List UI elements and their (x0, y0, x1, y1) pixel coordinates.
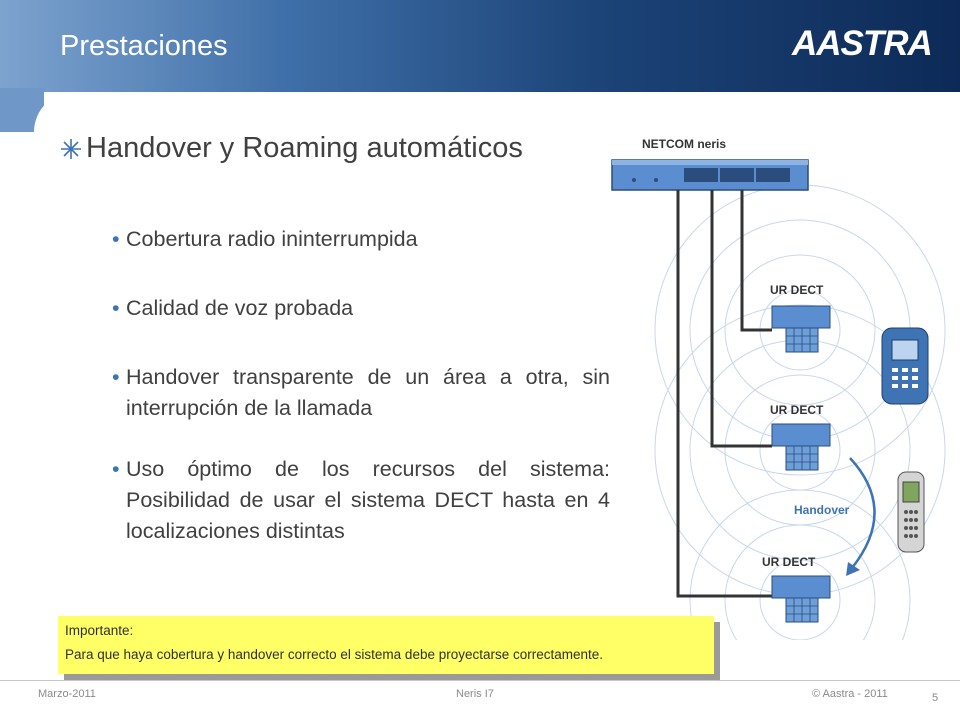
handover-arrow-icon (846, 457, 876, 576)
bullet-text: Calidad de voz probada (126, 296, 354, 320)
dect-handset-icon (897, 471, 925, 553)
aastra-logo: AASTRA (792, 24, 933, 63)
bullet-marker: • (112, 227, 120, 251)
bullet-text: Handover transparente de un área a otra,… (126, 365, 610, 420)
base-station-icon (771, 305, 831, 353)
netcom-switch-icon (611, 159, 809, 191)
bullet-text: Cobertura radio ininterrumpida (126, 227, 418, 251)
footer-copyright: © Aastra - 2011 (812, 688, 888, 700)
note-body: Para que haya cobertura y handover corre… (65, 647, 604, 662)
slide-title: Prestaciones (60, 30, 228, 62)
important-note: Importante: Para que haya cobertura y ha… (58, 616, 714, 674)
footer-product: Neris I7 (456, 688, 494, 700)
footer-date: Marzo-2011 (38, 688, 96, 700)
bullet-item: • Uso óptimo de los recursos del sistema… (112, 454, 610, 547)
section-heading: Handover y Roaming automáticos (58, 132, 523, 165)
note-title: Importante: (65, 623, 134, 638)
header-curve (0, 88, 114, 172)
dect-network-diagram: NETCOM neris UR DECT UR DECT UR DECT (611, 137, 946, 640)
bullet-item: • Calidad de voz probada (112, 293, 610, 324)
handover-label: Handover (794, 503, 850, 517)
bullet-marker: • (112, 457, 120, 481)
bullet-marker: • (112, 296, 120, 320)
dect-handset-icon (881, 327, 929, 405)
header-bar (0, 0, 960, 92)
bullet-text: Uso óptimo de los recursos del sistema: … (126, 457, 610, 543)
star-bullet-icon (61, 138, 81, 159)
heading-text: Handover y Roaming automáticos (86, 132, 523, 164)
bullet-list: • Cobertura radio ininterrumpida • Calid… (112, 224, 610, 547)
base-station-icon (771, 423, 831, 471)
bullet-item: • Cobertura radio ininterrumpida (112, 224, 610, 255)
network-cables (676, 190, 772, 598)
switch-label: NETCOM neris (642, 137, 726, 151)
base-station-label: UR DECT (762, 555, 816, 569)
footer-divider (0, 680, 960, 681)
bullet-item: • Handover transparente de un área a otr… (112, 362, 610, 424)
base-station-label: UR DECT (770, 403, 824, 417)
base-station-label: UR DECT (770, 283, 824, 297)
bullet-marker: • (112, 365, 120, 389)
base-station-icon (771, 575, 831, 623)
page-number: 5 (932, 692, 939, 704)
